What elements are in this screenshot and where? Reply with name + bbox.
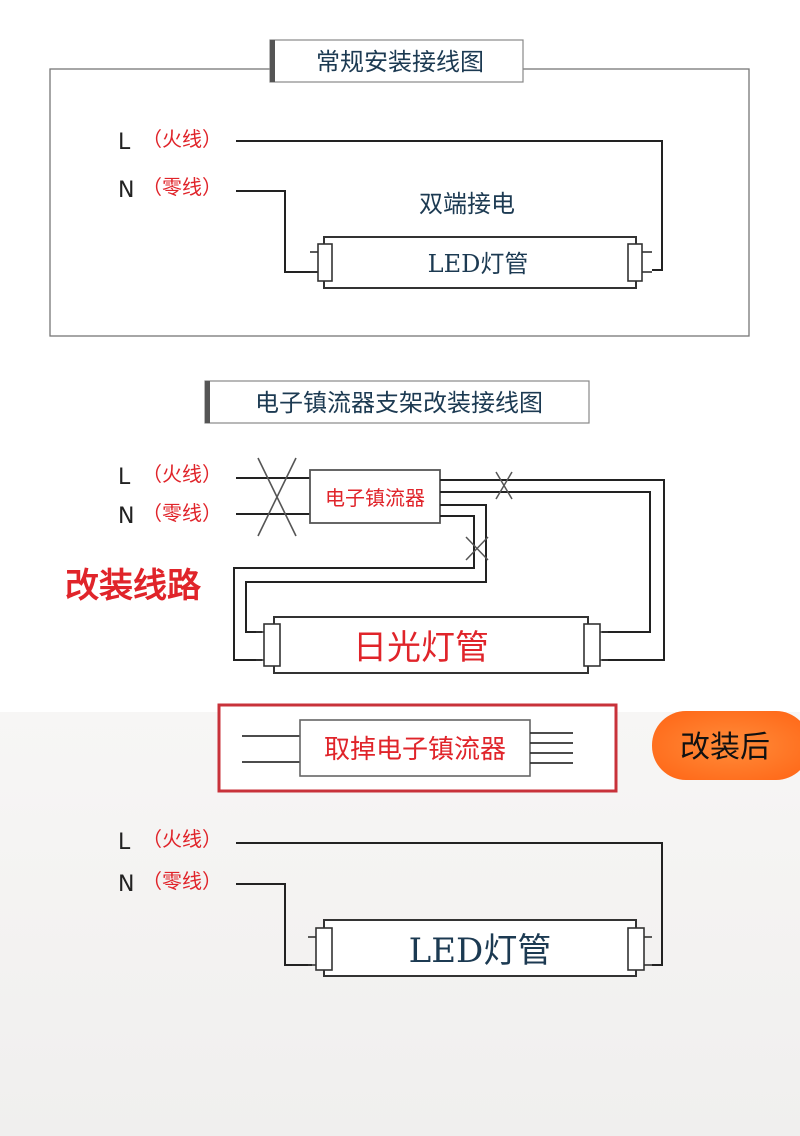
section2-live-letter: L bbox=[118, 465, 131, 490]
section3-left-endcap bbox=[308, 927, 333, 971]
section2-neutral-letter: N bbox=[118, 504, 134, 529]
section2-tube bbox=[273, 616, 589, 674]
section1-note: 双端接电 bbox=[419, 190, 515, 218]
section-after-wiring: L （火线） N （零线） LED灯管 bbox=[118, 827, 663, 977]
section3-tube bbox=[323, 919, 637, 977]
after-badge-label: 改装后 bbox=[680, 730, 770, 765]
background-top bbox=[0, 0, 800, 712]
section3-live-wire bbox=[236, 842, 663, 966]
section2-retrofit-label: 改装线路 bbox=[65, 566, 202, 606]
section2-tube-label: 日光灯管 bbox=[353, 628, 489, 668]
section1-tube bbox=[323, 236, 637, 289]
section1-live-letter: L bbox=[118, 130, 131, 155]
section2-ballast bbox=[309, 469, 441, 524]
after-badge-pill bbox=[652, 711, 800, 780]
section2-ballast-output-left bbox=[233, 504, 487, 661]
section1-neutral-label: （零线） bbox=[142, 175, 222, 199]
section1-right-endcap bbox=[627, 243, 652, 282]
removal-left-wires bbox=[242, 735, 300, 763]
removal-label: 取掉电子镇流器 bbox=[324, 735, 506, 765]
section2-right-endcap bbox=[583, 623, 608, 667]
section3-neutral-letter: N bbox=[118, 872, 134, 897]
section2-left-endcap bbox=[256, 623, 281, 667]
section1-frame bbox=[49, 68, 750, 337]
section3-live-label: （火线） bbox=[142, 827, 222, 851]
section2-title: 电子镇流器支架改装接线图 bbox=[255, 389, 543, 417]
section1-live-wire bbox=[236, 140, 663, 271]
section1-title: 常规安装接线图 bbox=[316, 48, 484, 76]
section2-live-label: （火线） bbox=[142, 462, 222, 486]
section2-cut-mark-right bbox=[495, 471, 513, 500]
removal-ballast bbox=[299, 719, 531, 777]
section3-neutral-label: （零线） bbox=[142, 869, 222, 893]
section1-title-accent bbox=[270, 40, 275, 82]
section1-neutral-letter: N bbox=[118, 178, 134, 203]
section3-right-endcap bbox=[627, 927, 652, 971]
after-badge: 改装后 bbox=[652, 711, 800, 780]
section1-live-label: （火线） bbox=[142, 127, 222, 151]
section-ballast-wiring: 电子镇流器支架改装接线图 L （火线） N （零线） 电子镇流器 bbox=[65, 380, 665, 674]
section1-title-box bbox=[269, 39, 524, 83]
section1-left-endcap bbox=[310, 243, 333, 282]
section2-ballast-output-right bbox=[440, 479, 665, 661]
section3-tube-label: LED灯管 bbox=[409, 931, 552, 971]
section2-cut-mark-input bbox=[257, 457, 297, 537]
section2-cut-mark-left bbox=[465, 536, 489, 561]
removal-panel: 取掉电子镇流器 bbox=[217, 703, 618, 793]
section2-neutral-label: （零线） bbox=[142, 501, 222, 525]
section2-title-accent bbox=[205, 381, 210, 423]
section3-live-letter: L bbox=[118, 830, 131, 855]
section1-neutral-wire bbox=[236, 190, 318, 273]
section1-tube-label: LED灯管 bbox=[428, 250, 529, 278]
section-standard-wiring: 常规安装接线图 L （火线） N （零线） 双端接电 LED灯管 bbox=[49, 39, 750, 337]
section3-neutral-wire bbox=[236, 883, 312, 966]
removal-right-wires bbox=[530, 732, 573, 764]
section2-ballast-label: 电子镇流器 bbox=[325, 486, 425, 510]
